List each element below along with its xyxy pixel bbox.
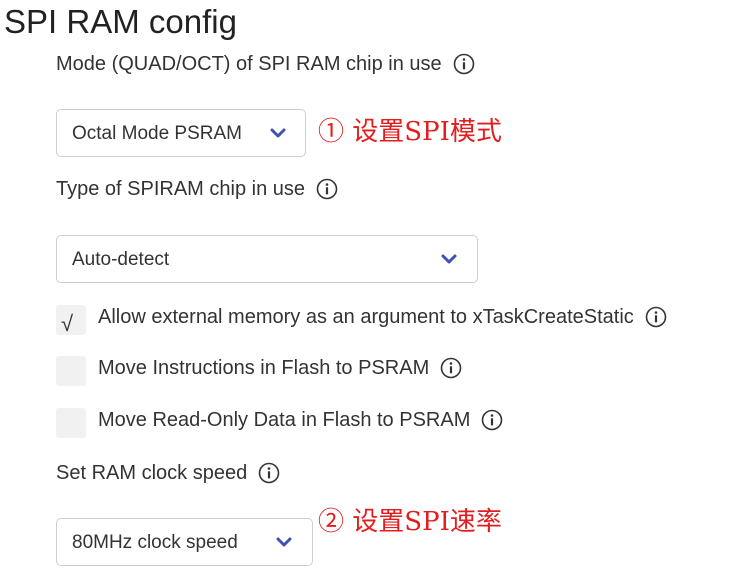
external-memory-label: Allow external memory as an argument to …: [98, 306, 634, 328]
chip-type-select-value: Auto-detect: [72, 249, 170, 270]
info-circle-icon[interactable]: [258, 462, 280, 484]
chevron-down-icon: [441, 253, 457, 265]
clock-speed-label: Set RAM clock speed: [56, 462, 248, 484]
clock-speed-select-value: 80MHz clock speed: [72, 532, 238, 553]
info-circle-icon[interactable]: [440, 357, 462, 379]
rodata-psram-checkbox[interactable]: [56, 408, 86, 438]
clock-speed-select[interactable]: 80MHz clock speed: [56, 518, 313, 566]
mode-select-value: Octal Mode PSRAM: [72, 123, 242, 144]
chip-type-label: Type of SPIRAM chip in use: [56, 178, 306, 200]
info-circle-icon[interactable]: [316, 178, 338, 200]
info-circle-icon[interactable]: [645, 306, 667, 328]
mode-label: Mode (QUAD/OCT) of SPI RAM chip in use: [56, 53, 442, 75]
checkbox-row-external-memory: √ Allow external memory as an argument t…: [56, 305, 667, 335]
chevron-down-icon: [276, 536, 292, 548]
clock-speed-annotation: ② 设置SPI速率: [318, 507, 502, 537]
instructions-psram-checkbox[interactable]: [56, 356, 86, 386]
external-memory-checkbox[interactable]: √: [56, 305, 86, 335]
chip-type-select[interactable]: Auto-detect: [56, 235, 478, 283]
checkbox-row-instructions-psram: Move Instructions in Flash to PSRAM: [56, 356, 462, 386]
chip-type-label-row: Type of SPIRAM chip in use: [56, 176, 338, 202]
info-circle-icon[interactable]: [481, 409, 503, 431]
mode-label-row: Mode (QUAD/OCT) of SPI RAM chip in use: [56, 51, 475, 77]
info-circle-icon[interactable]: [453, 53, 475, 75]
clock-speed-label-row: Set RAM clock speed: [56, 460, 280, 486]
section-title: SPI RAM config: [4, 3, 237, 40]
mode-annotation: ① 设置SPI模式: [318, 117, 502, 147]
chevron-down-icon: [270, 127, 286, 139]
checkmark-icon: √: [61, 311, 74, 336]
rodata-psram-label: Move Read-Only Data in Flash to PSRAM: [98, 409, 471, 431]
instructions-psram-label: Move Instructions in Flash to PSRAM: [98, 357, 430, 379]
checkbox-row-rodata-psram: Move Read-Only Data in Flash to PSRAM: [56, 408, 503, 438]
mode-select[interactable]: Octal Mode PSRAM: [56, 109, 306, 157]
